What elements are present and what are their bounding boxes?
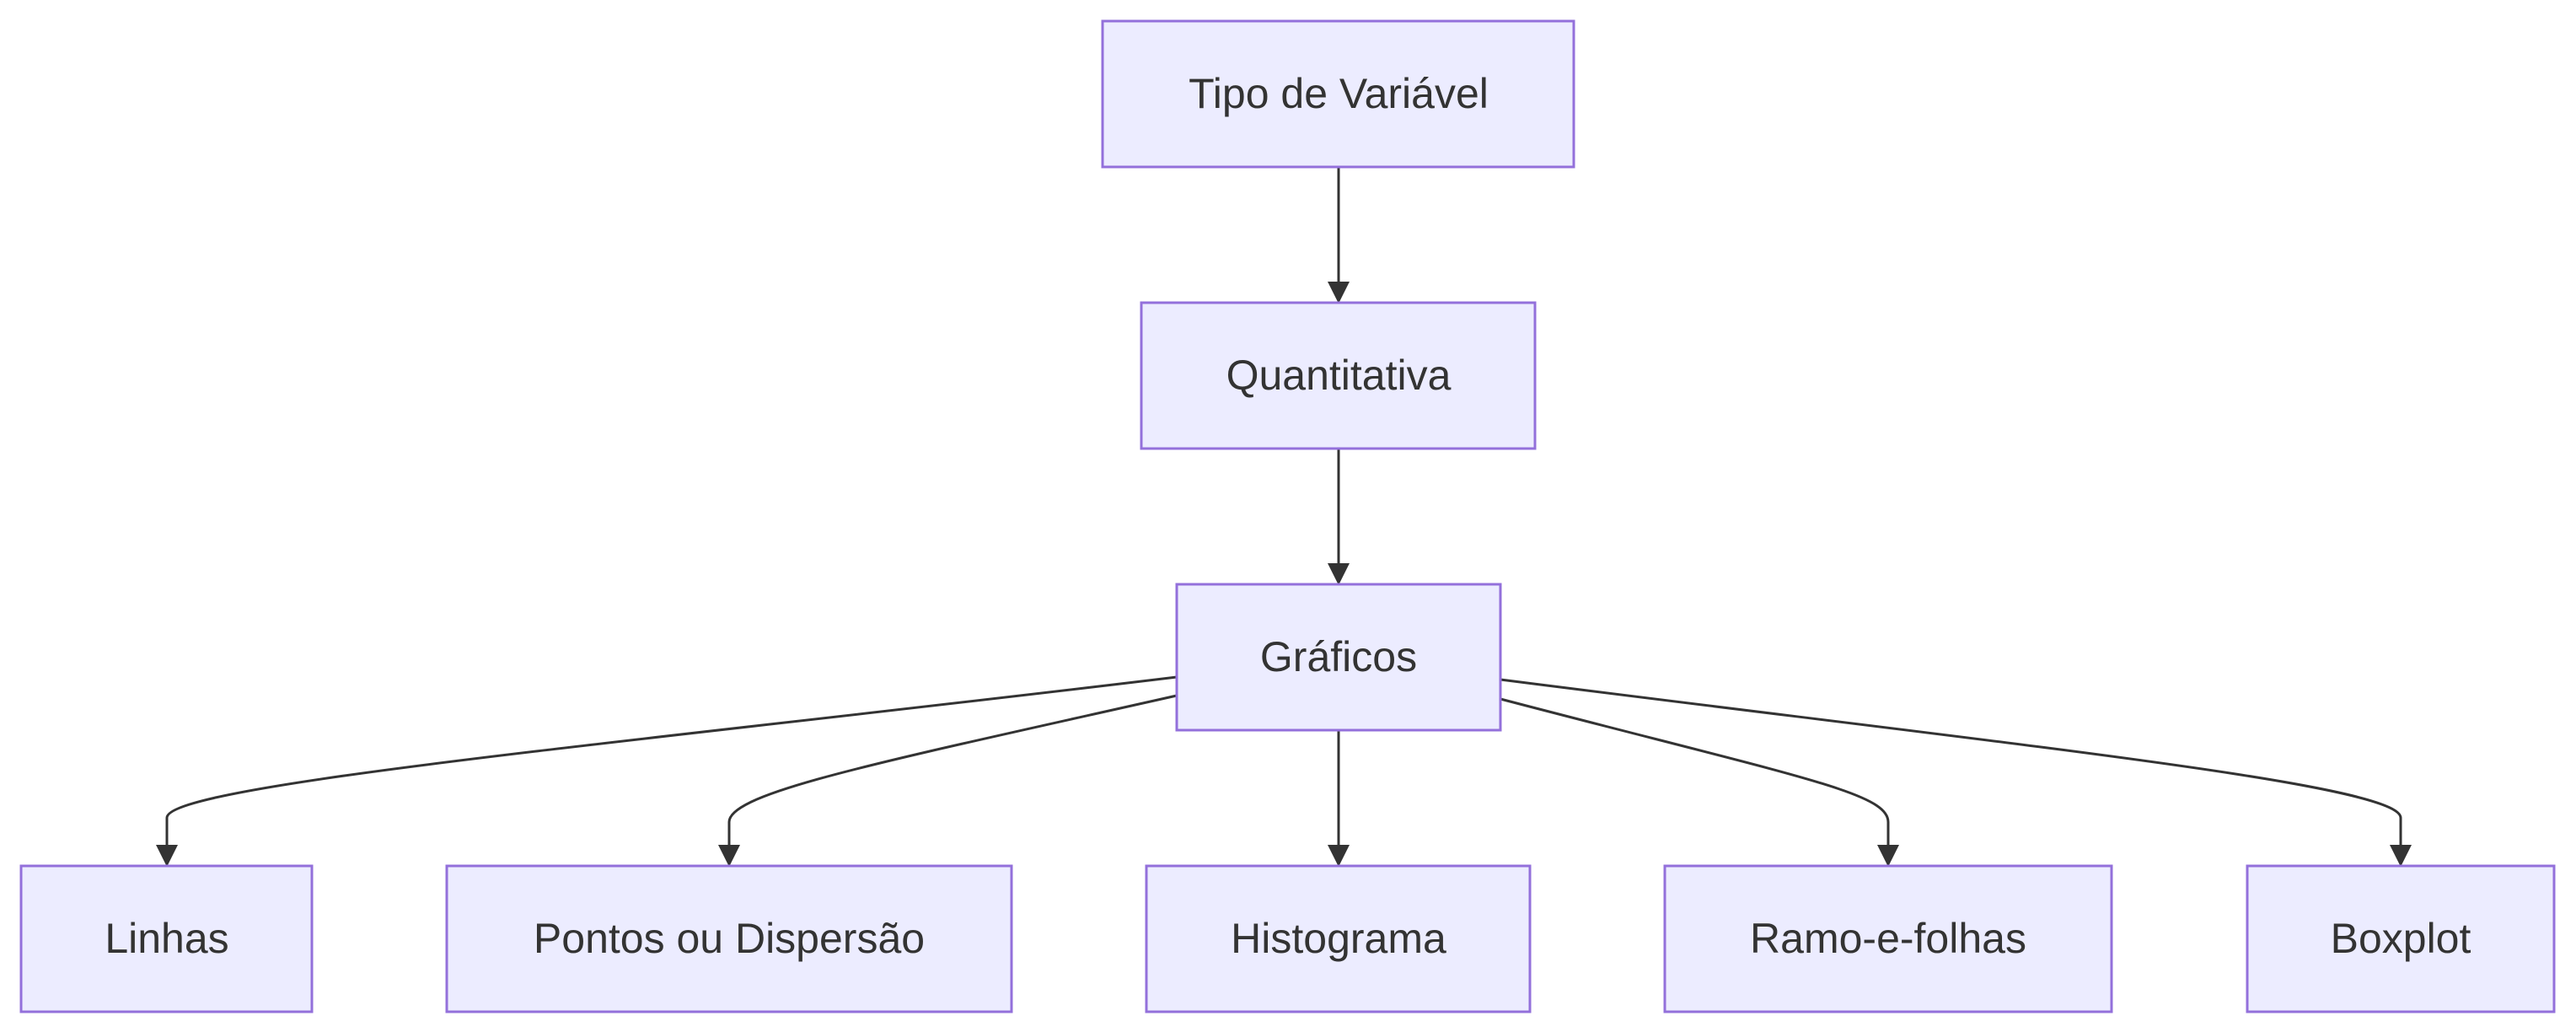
arrowhead-quantitativa [1328, 282, 1350, 304]
arrowhead-histograma [1328, 845, 1350, 867]
arrowhead-boxplot [2390, 845, 2412, 867]
arrowhead-pontos [718, 845, 740, 867]
node-quantitativa: Quantitativa [1140, 301, 1537, 450]
node-label: Tipo de Variável [1189, 70, 1489, 117]
node-ramo-e-folhas: Ramo-e-folhas [1663, 864, 2113, 1013]
node-histograma: Histograma [1145, 864, 1532, 1013]
edge-graficos-to-ramo [1500, 697, 1890, 847]
node-linhas: Linhas [19, 864, 314, 1013]
node-label: Pontos ou Dispersão [534, 915, 925, 962]
node-label: Ramo-e-folhas [1750, 915, 2026, 962]
arrowhead-graficos [1328, 563, 1350, 585]
node-label: Histograma [1231, 915, 1446, 962]
node-label: Quantitativa [1226, 352, 1452, 399]
edge-graficos-to-pontos [727, 694, 1178, 847]
arrowhead-ramo [1877, 845, 1899, 867]
node-boxplot: Boxplot [2246, 864, 2556, 1013]
node-label: Boxplot [2331, 915, 2471, 962]
node-label: Linhas [105, 915, 228, 962]
node-graficos: Gráficos [1175, 583, 1502, 732]
node-pontos-ou-dispersao: Pontos ou Dispersão [445, 864, 1013, 1013]
edge-graficos-to-linhas [165, 675, 1178, 847]
arrowhead-linhas [156, 845, 178, 867]
edge-graficos-to-boxplot [1500, 678, 2402, 847]
node-label: Gráficos [1260, 633, 1417, 680]
node-tipo-de-variavel: Tipo de Variável [1101, 19, 1575, 169]
edges [156, 167, 2412, 867]
